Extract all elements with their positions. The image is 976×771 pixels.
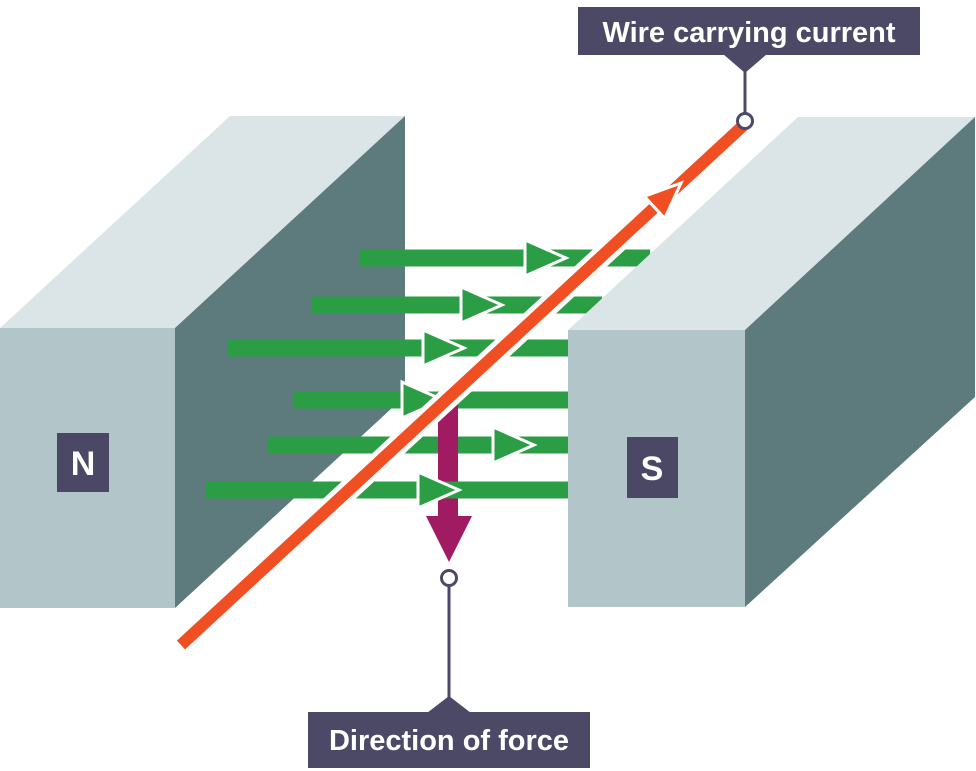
force-callout-anchor-dot [440, 569, 458, 587]
force-callout-box [308, 712, 590, 768]
wire-callout-anchor-dot [736, 112, 754, 130]
south-pole-label: S [641, 450, 664, 488]
right-magnet-outer-face [745, 117, 975, 607]
force-callout: Direction of force [308, 569, 590, 768]
left-magnet-top-face [0, 116, 405, 328]
field-arrow [267, 424, 586, 466]
wire-callout-pointer [723, 54, 767, 73]
wire-callout-box [578, 7, 920, 55]
right-magnet [568, 117, 975, 607]
field-arrow [360, 237, 650, 279]
current-direction-arrowhead [641, 180, 684, 222]
right-magnet-top-face [568, 117, 975, 330]
left-magnet [0, 116, 405, 608]
wire-callout: Wire carrying current [578, 7, 920, 130]
current-wire [173, 114, 754, 654]
force-callout-pointer [427, 696, 471, 713]
south-pole-badge: S [627, 437, 678, 498]
force-arrow-head [426, 516, 472, 562]
north-pole-label: N [71, 445, 96, 483]
wire [176, 118, 751, 650]
field-arrow [206, 469, 586, 511]
force-callout-label: Direction of force [329, 725, 569, 757]
north-pole-badge: N [57, 433, 109, 492]
wire-callout-label: Wire carrying current [602, 17, 895, 49]
